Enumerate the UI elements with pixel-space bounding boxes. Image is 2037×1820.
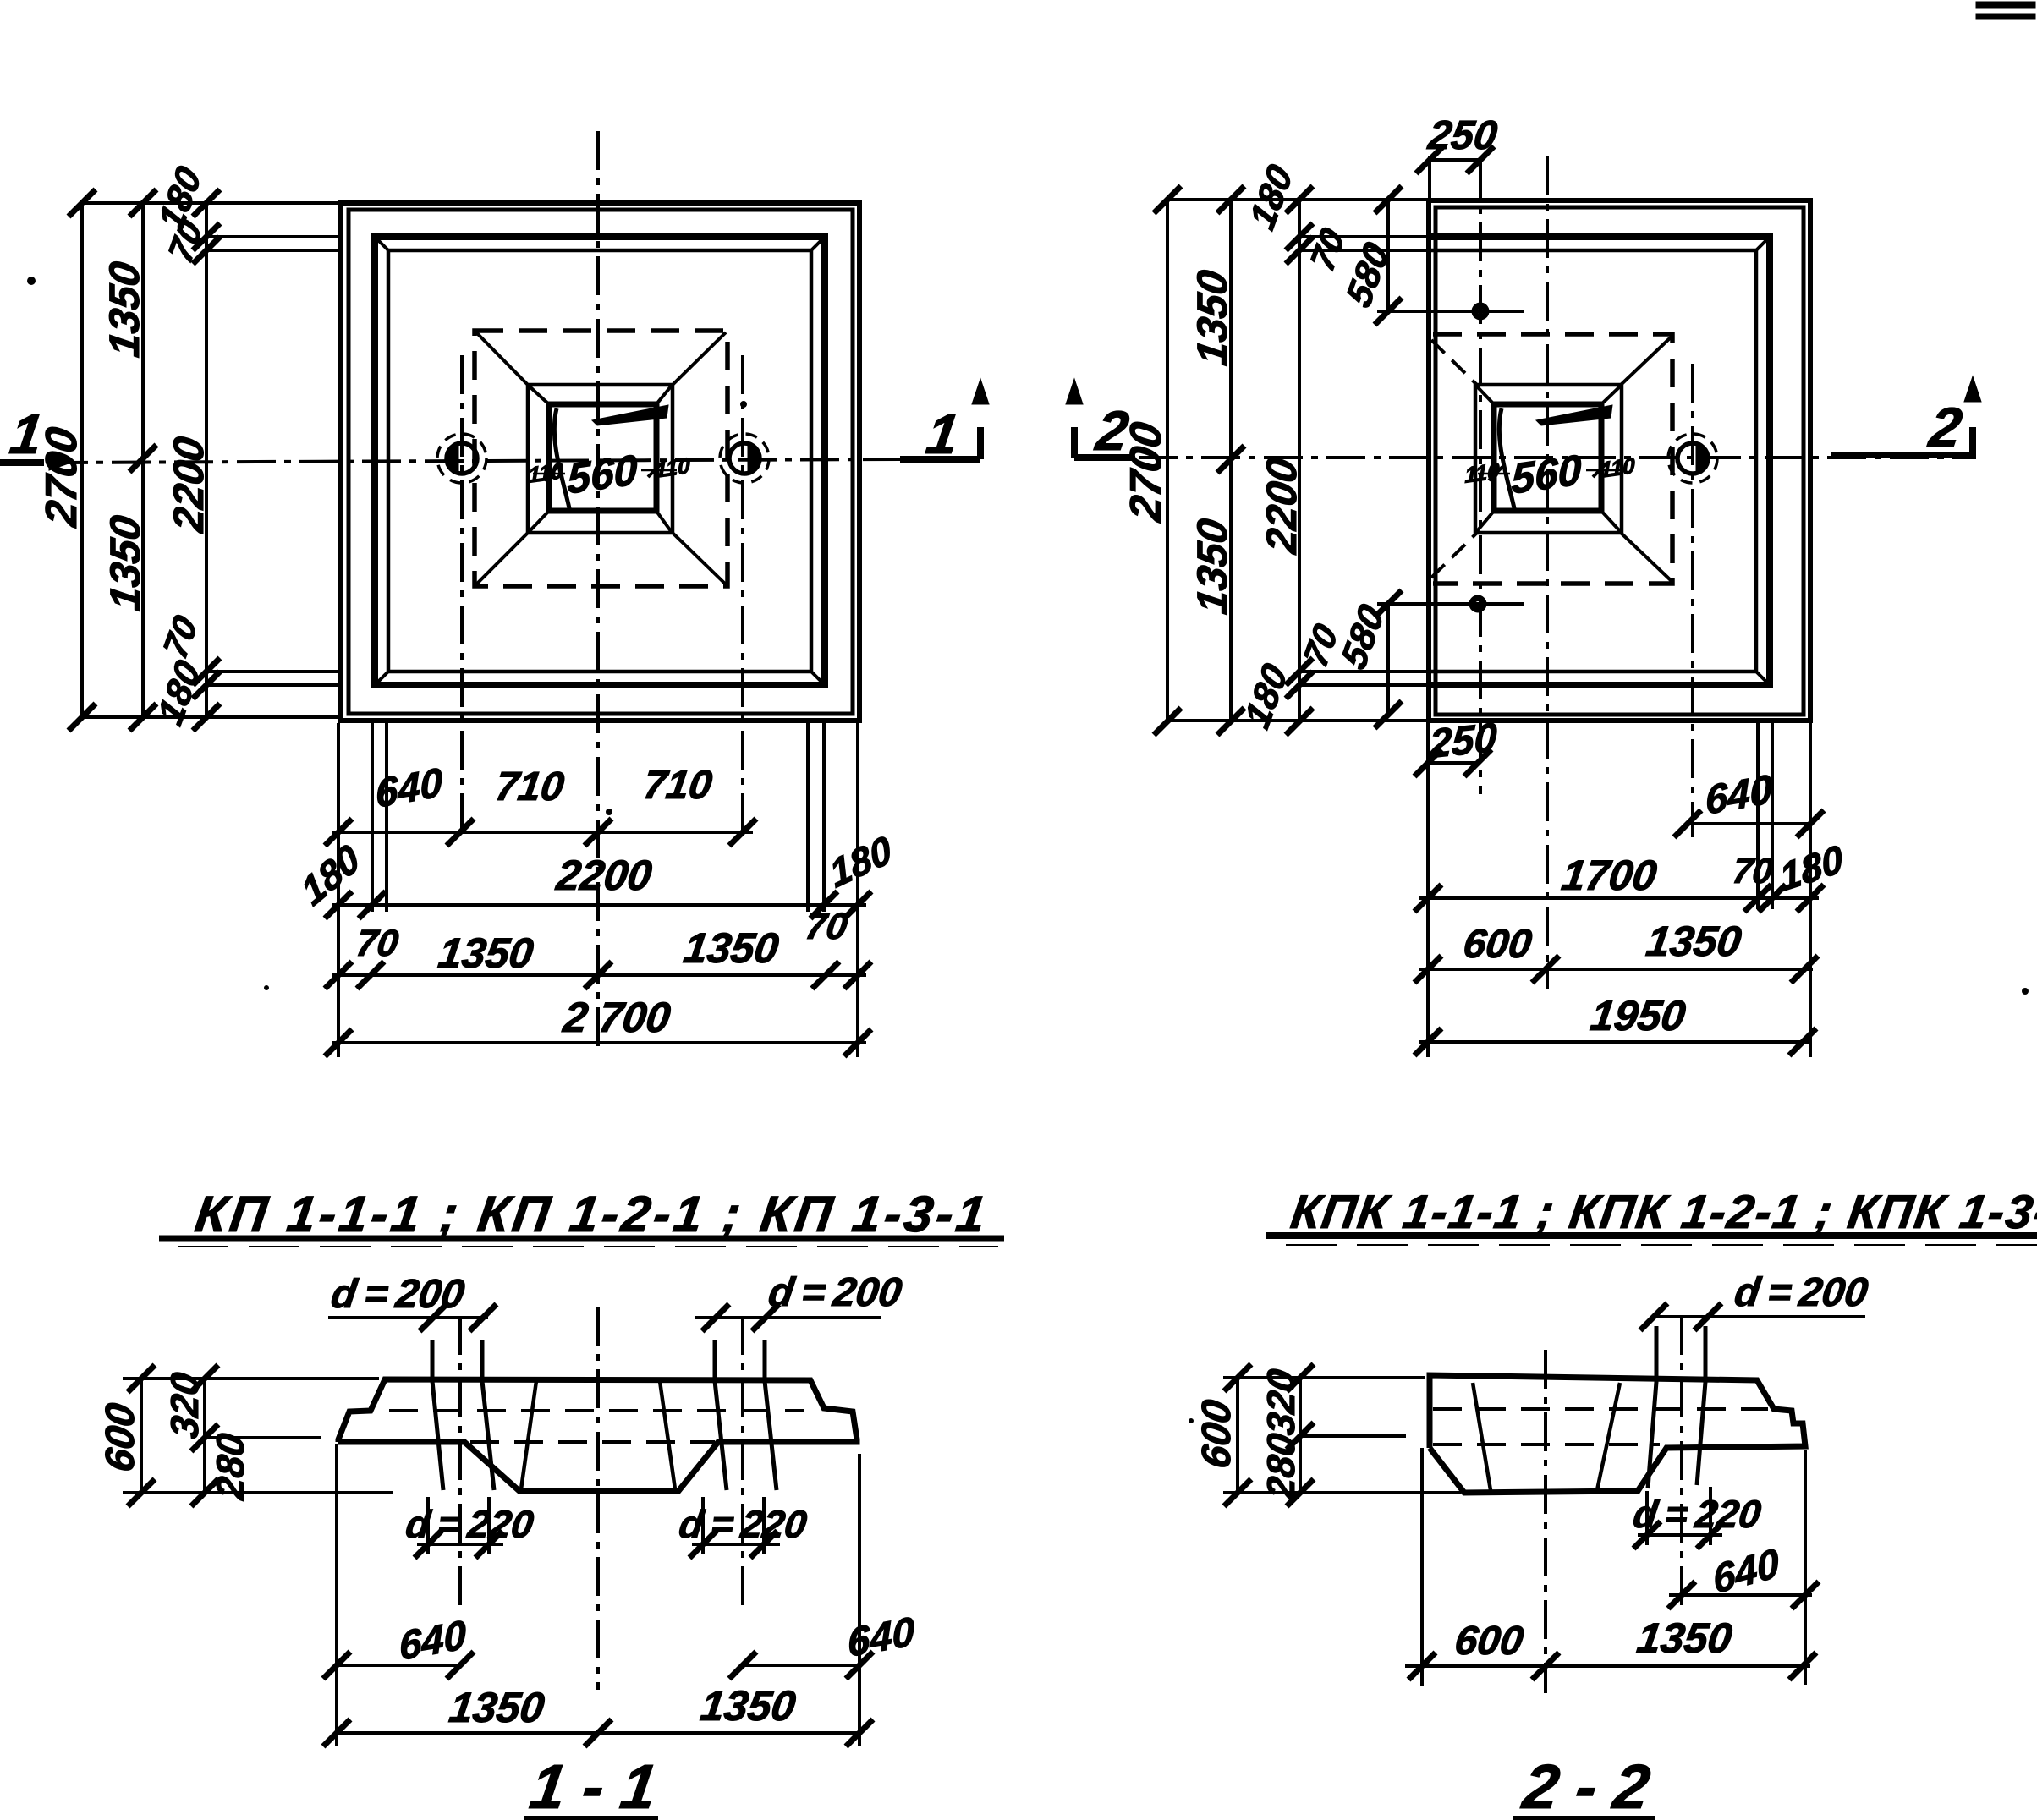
svg-text:1350: 1350 [1634,1614,1735,1662]
svg-text:320: 320 [1259,1366,1303,1437]
svg-text:1350: 1350 [1189,267,1236,368]
svg-text:1350: 1350 [447,1684,547,1731]
svg-text:d = 220: d = 220 [1631,1492,1765,1536]
svg-text:250: 250 [1428,715,1498,768]
svg-text:2700: 2700 [37,425,86,530]
svg-text:1950: 1950 [1588,992,1688,1039]
svg-text:280: 280 [208,1430,252,1502]
svg-text:d = 200: d = 200 [1732,1269,1870,1315]
svg-text:1350: 1350 [1644,918,1744,965]
svg-text:710: 710 [492,764,567,809]
svg-text:110: 110 [1600,452,1634,483]
svg-text:2200: 2200 [165,434,212,535]
svg-text:1350: 1350 [681,924,782,972]
svg-text:250: 250 [1425,112,1500,158]
svg-text:1 - 1: 1 - 1 [526,1751,662,1820]
svg-text:2 700: 2 700 [560,994,673,1041]
svg-text:d = 200: d = 200 [328,1271,467,1317]
svg-text:2200: 2200 [1258,455,1305,556]
svg-text:1350: 1350 [1189,516,1236,617]
svg-text:600: 600 [97,1401,143,1475]
svg-text:280: 280 [1259,1430,1303,1502]
svg-text:600: 600 [1452,1618,1526,1664]
svg-text:1350: 1350 [436,929,536,977]
svg-text:600: 600 [1460,921,1535,967]
svg-text:1700: 1700 [1559,852,1660,899]
svg-text:110: 110 [655,452,689,483]
svg-text:70: 70 [803,906,850,947]
svg-text:70: 70 [1730,851,1776,891]
svg-text:d = 200: d = 200 [766,1269,904,1315]
svg-text:710: 710 [640,762,715,808]
svg-text:70: 70 [354,923,401,964]
svg-text:1350: 1350 [102,513,149,613]
svg-text:560: 560 [1512,446,1582,503]
svg-text:d = 220: d = 220 [677,1502,810,1546]
svg-text:320: 320 [162,1369,206,1440]
svg-text:КП 1-1-1 ; КП 1-2-1 ; КП 1-3-1: КП 1-1-1 ; КП 1-2-1 ; КП 1-3-1 [192,1185,992,1242]
svg-text:560: 560 [568,446,638,503]
svg-text:2700: 2700 [1122,419,1171,525]
svg-text:2200: 2200 [553,852,655,899]
svg-text:2 - 2: 2 - 2 [1518,1751,1655,1820]
svg-text:1350: 1350 [698,1682,799,1730]
svg-text:1350: 1350 [101,259,148,359]
svg-text:d = 220: d = 220 [404,1502,537,1546]
svg-text:600: 600 [1194,1397,1239,1472]
svg-text:КПК 1-1-1 ; КПК 1-2-1 ; КПК 1-: КПК 1-1-1 ; КПК 1-2-1 ; КПК 1-3-1 [1288,1185,2037,1238]
